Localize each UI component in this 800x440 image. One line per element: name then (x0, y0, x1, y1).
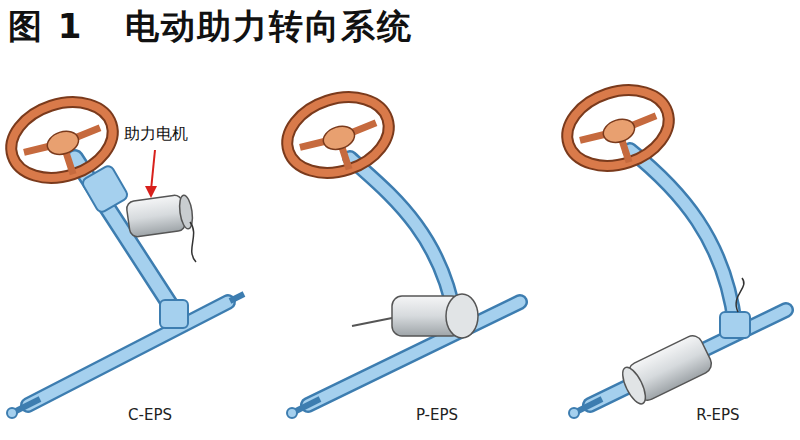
c-eps-figure (1, 90, 244, 418)
part-label: 助力电机 (122, 124, 190, 145)
system-caption: R-EPS (696, 406, 739, 424)
p-eps-figure (277, 85, 520, 418)
system-caption: P-EPS (416, 406, 458, 424)
r-eps-figure (557, 78, 786, 418)
system-caption: C-EPS (128, 406, 172, 424)
figure-title: 图 1 电动助力转向系统 (8, 4, 413, 50)
